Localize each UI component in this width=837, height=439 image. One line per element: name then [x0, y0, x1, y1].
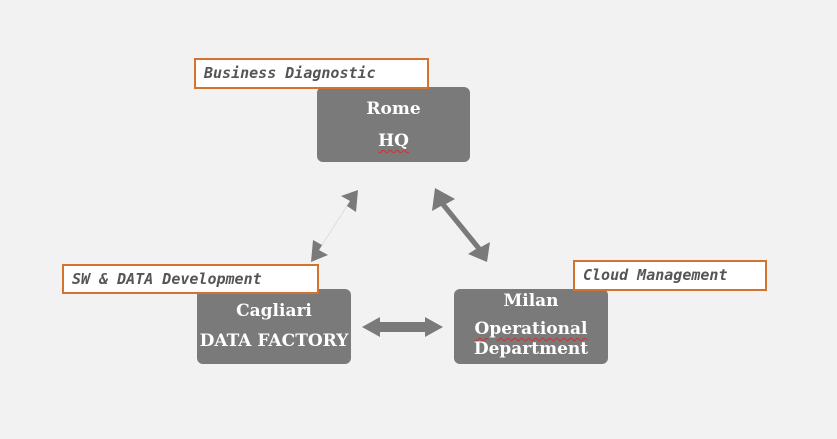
arrow-rome-milan: [432, 188, 490, 262]
arrow-cagliari-milan: [362, 317, 443, 337]
node-milan-role-line2: Department: [473, 339, 589, 359]
node-rome-city: Rome: [366, 99, 421, 119]
node-cagliari-city: Cagliari: [236, 301, 312, 321]
arrow-rome-cagliari: [311, 190, 358, 262]
node-milan-role-line1: Operational: [474, 319, 588, 339]
node-rome-hq: Rome HQ: [317, 87, 470, 162]
node-cagliari-data-factory: Cagliari DATA FACTORY: [197, 289, 351, 364]
node-cagliari-role: DATA FACTORY: [199, 331, 349, 351]
tag-business-diagnostic: Business Diagnostic: [194, 58, 429, 89]
node-milan-city: Milan: [503, 291, 559, 311]
tag-cloud-management: Cloud Management: [573, 260, 767, 291]
node-milan-operational: Milan Operational Department: [454, 289, 608, 364]
tag-sw-data-development: SW & DATA Development: [62, 264, 319, 294]
node-rome-role: HQ: [378, 131, 409, 151]
